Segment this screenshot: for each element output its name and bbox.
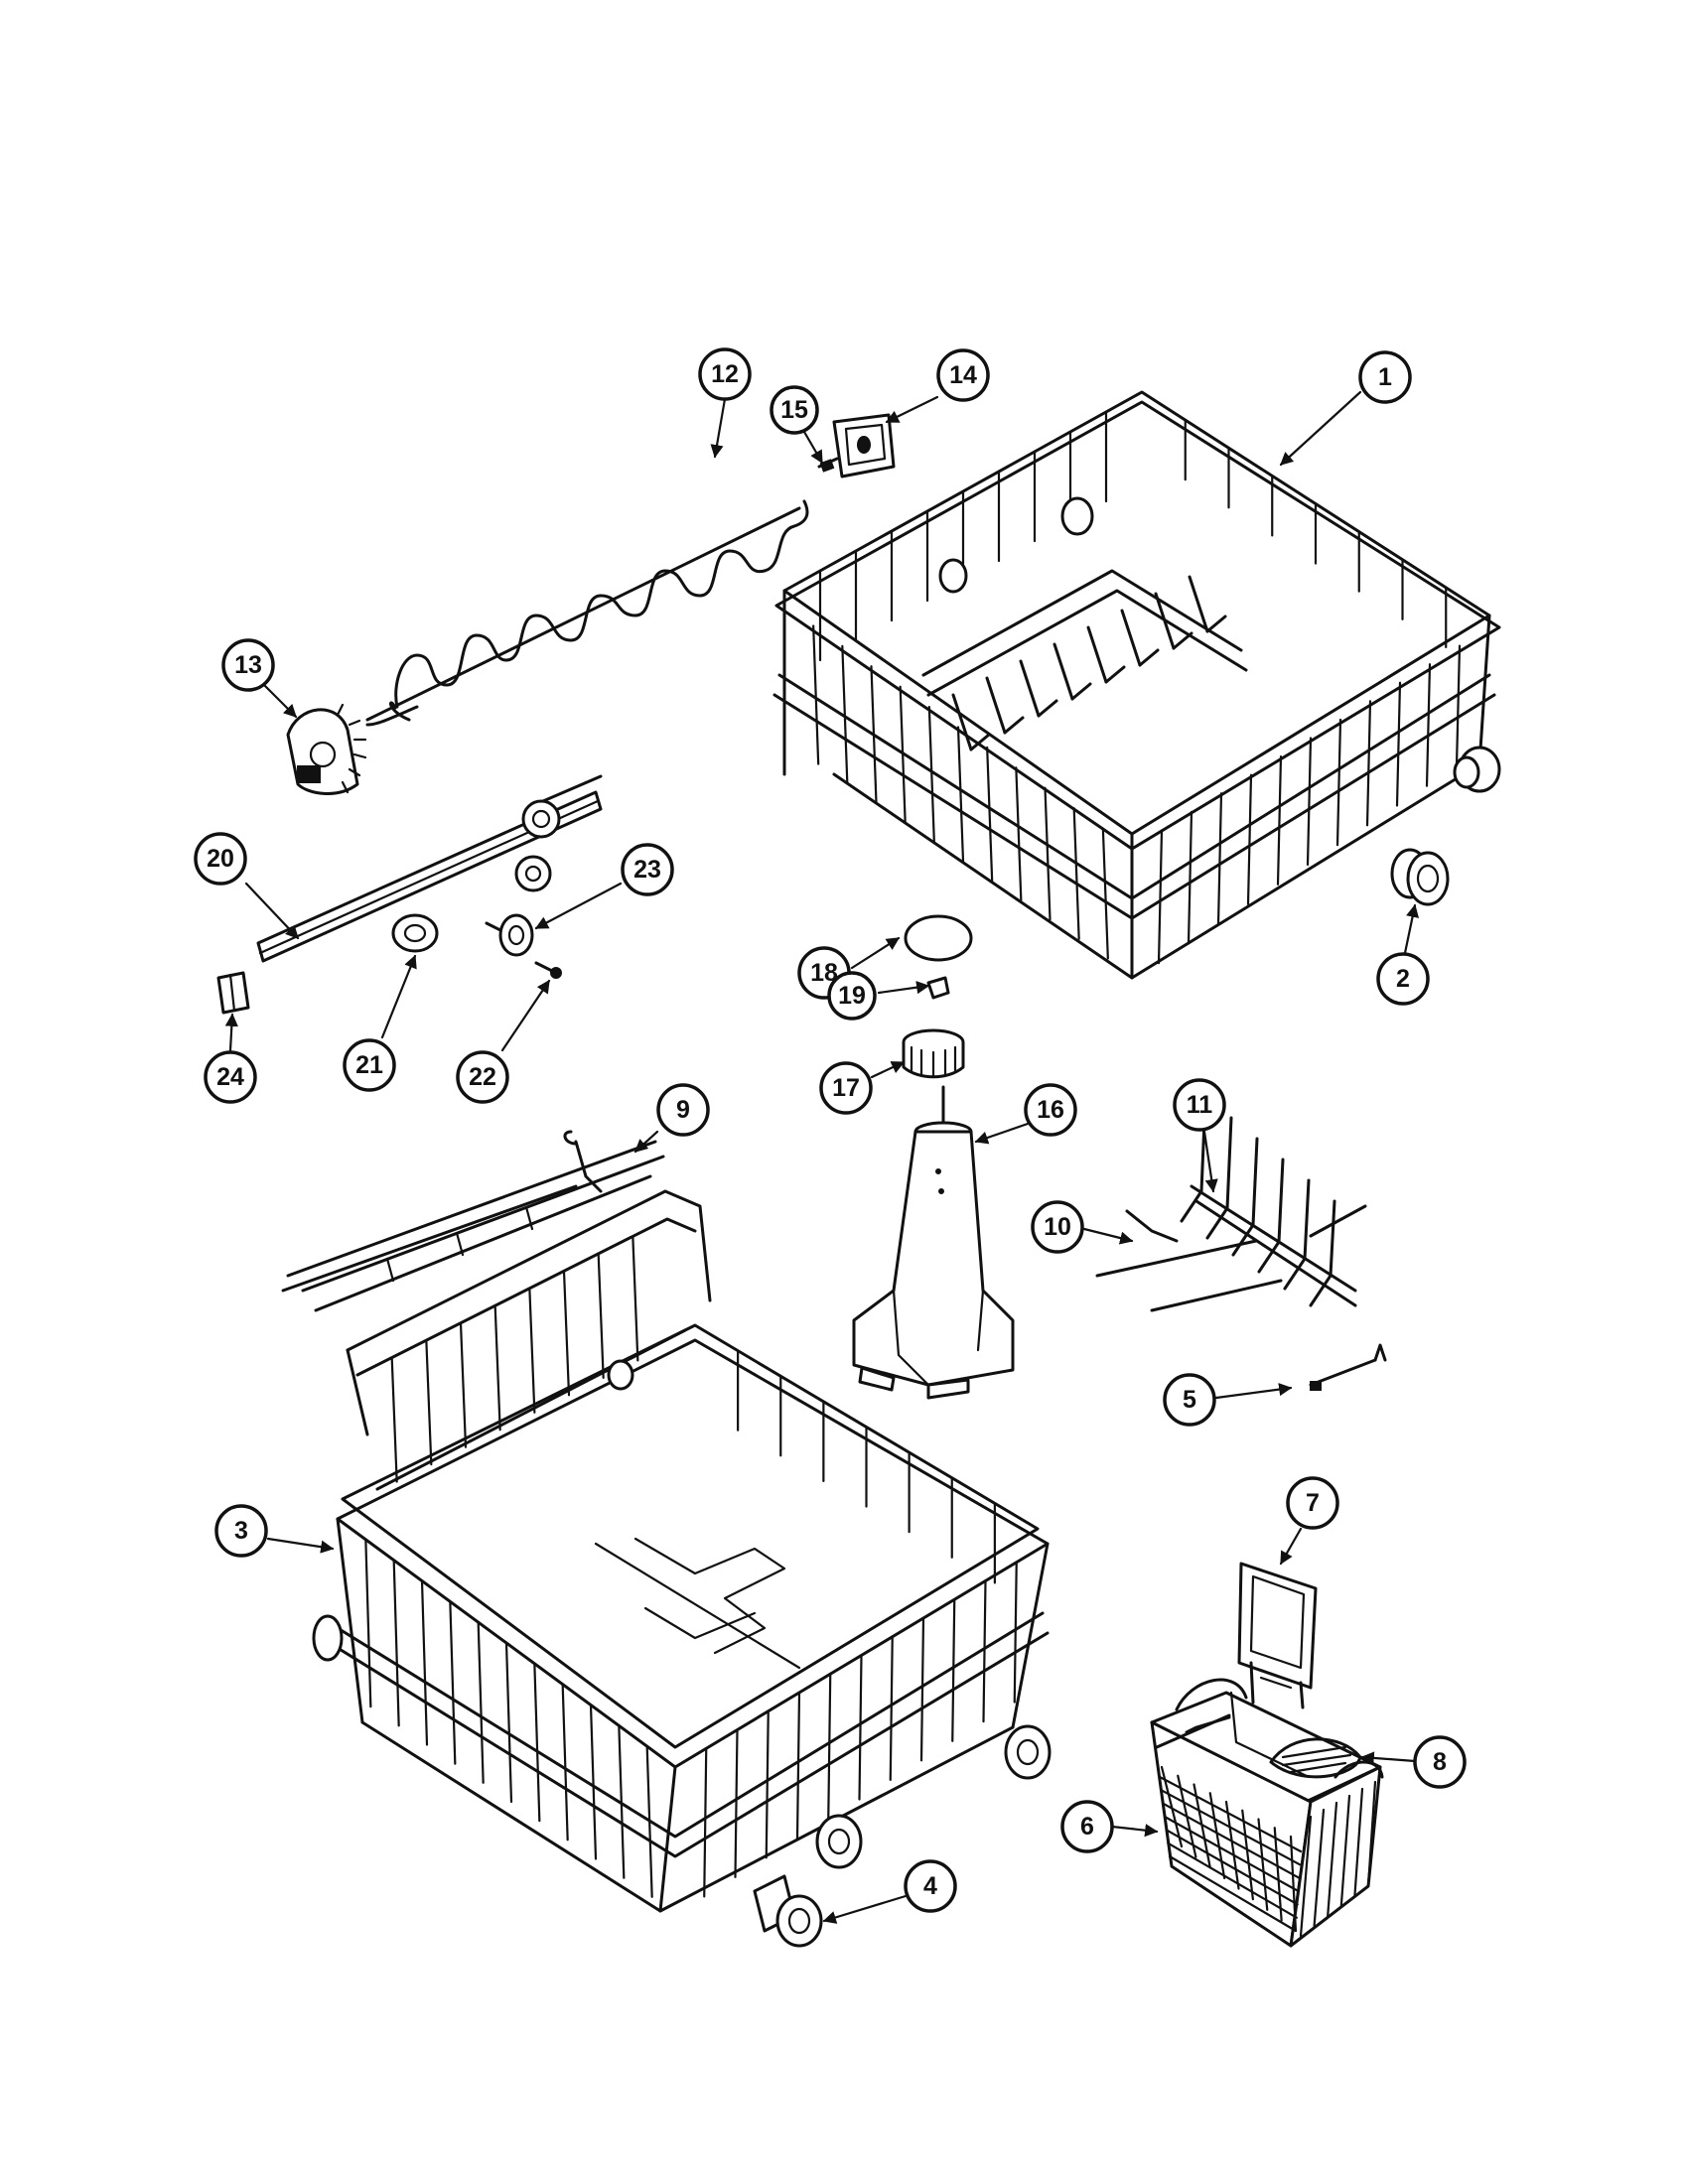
callout-13: 13 bbox=[221, 638, 275, 692]
wheel-part-21 bbox=[391, 913, 439, 953]
wire-rail-part-12 bbox=[365, 499, 809, 727]
callout-4: 4 bbox=[904, 1859, 957, 1913]
clip-part-19 bbox=[926, 976, 950, 1000]
callout-1: 1 bbox=[1358, 350, 1412, 404]
svg-text:16: 16 bbox=[1037, 1096, 1064, 1124]
svg-text:12: 12 bbox=[711, 360, 739, 388]
svg-text:2: 2 bbox=[1396, 965, 1410, 993]
callout-24: 24 bbox=[204, 1050, 257, 1104]
upper-dishrack bbox=[772, 390, 1501, 980]
callout-7: 7 bbox=[1286, 1476, 1339, 1530]
svg-text:8: 8 bbox=[1433, 1748, 1447, 1776]
basket-part-6 bbox=[1150, 1678, 1384, 1948]
svg-text:23: 23 bbox=[633, 856, 661, 884]
nut-part-17 bbox=[902, 1028, 965, 1079]
callout-9: 9 bbox=[656, 1083, 710, 1137]
callout-19: 19 bbox=[827, 971, 877, 1021]
callout-17: 17 bbox=[819, 1061, 873, 1115]
screw-part-22 bbox=[534, 961, 562, 979]
svg-text:13: 13 bbox=[234, 651, 262, 679]
svg-text:20: 20 bbox=[207, 845, 234, 873]
callout-20: 20 bbox=[194, 832, 247, 886]
leader-lines bbox=[224, 390, 1420, 1924]
svg-text:21: 21 bbox=[355, 1051, 383, 1079]
svg-text:1: 1 bbox=[1378, 363, 1392, 391]
callout-8: 8 bbox=[1413, 1735, 1467, 1789]
svg-text:3: 3 bbox=[234, 1517, 248, 1545]
tine-row-part-11 bbox=[1180, 1095, 1357, 1307]
svg-text:11: 11 bbox=[1187, 1091, 1213, 1119]
callout-6: 6 bbox=[1060, 1800, 1114, 1853]
track-part-20 bbox=[256, 774, 603, 963]
rail-part-9 bbox=[281, 1130, 665, 1312]
tower-part-16 bbox=[852, 1085, 1015, 1400]
svg-text:24: 24 bbox=[216, 1063, 244, 1091]
lower-dishrack bbox=[312, 1189, 1052, 1913]
callout-5: 5 bbox=[1163, 1373, 1216, 1427]
svg-text:14: 14 bbox=[949, 361, 977, 389]
svg-text:5: 5 bbox=[1183, 1386, 1196, 1414]
callout-16: 16 bbox=[1024, 1083, 1077, 1137]
cover-part-8 bbox=[1269, 1737, 1362, 1779]
adjuster-gear-part-13 bbox=[286, 703, 367, 795]
svg-text:10: 10 bbox=[1044, 1213, 1071, 1241]
callout-11: 11 bbox=[1173, 1078, 1226, 1132]
callout-14: 14 bbox=[936, 348, 990, 402]
svg-text:6: 6 bbox=[1080, 1813, 1094, 1841]
svg-text:19: 19 bbox=[838, 982, 866, 1010]
callout-10: 10 bbox=[1031, 1200, 1084, 1254]
callout-3: 3 bbox=[214, 1504, 268, 1558]
svg-text:4: 4 bbox=[923, 1872, 937, 1900]
callout-12: 12 bbox=[698, 347, 752, 401]
wheel-part-4 bbox=[753, 1874, 823, 1948]
callout-2: 2 bbox=[1376, 952, 1430, 1006]
svg-text:9: 9 bbox=[676, 1096, 690, 1124]
callout-21: 21 bbox=[343, 1038, 396, 1092]
callout-15: 15 bbox=[770, 385, 819, 435]
svg-text:7: 7 bbox=[1306, 1489, 1320, 1517]
tine-bar-part-10 bbox=[1095, 1204, 1367, 1312]
svg-text:22: 22 bbox=[469, 1063, 496, 1091]
roller-part-2 bbox=[1390, 848, 1450, 906]
divider-part-7 bbox=[1237, 1562, 1318, 1709]
callout-22: 22 bbox=[456, 1050, 509, 1104]
svg-text:15: 15 bbox=[780, 396, 808, 424]
stud-wheel-part-23 bbox=[485, 913, 534, 957]
clip-part-5 bbox=[1309, 1343, 1387, 1391]
svg-text:17: 17 bbox=[832, 1074, 860, 1102]
end-cap-part-24 bbox=[216, 971, 250, 1015]
pin-part-15 bbox=[817, 457, 839, 473]
cap-part-18 bbox=[904, 914, 973, 962]
bracket-part-14 bbox=[832, 413, 896, 478]
callout-23: 23 bbox=[621, 843, 674, 896]
